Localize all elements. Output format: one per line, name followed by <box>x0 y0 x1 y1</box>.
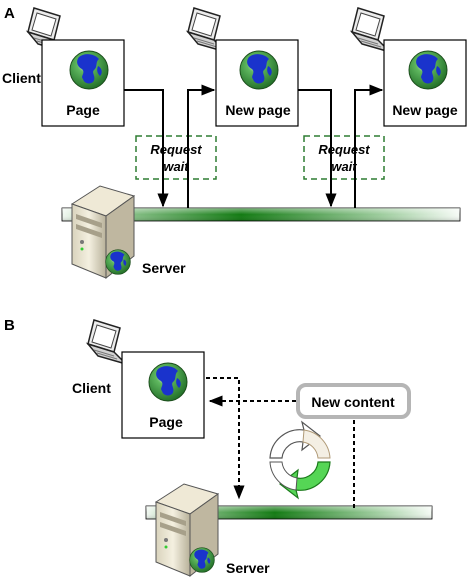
wait-2-line-2: wait <box>331 159 357 174</box>
new-content-box <box>296 383 411 419</box>
page-2-label: New page <box>225 102 291 118</box>
server-timeline-a <box>61 207 461 222</box>
request-wait-box-2 <box>303 135 385 180</box>
globe-icon <box>408 50 448 90</box>
globe-icon <box>189 547 215 573</box>
request-arrow-2 <box>298 89 337 208</box>
globe-icon <box>69 50 109 90</box>
server-label-a: Server <box>142 260 186 276</box>
refresh-cycle-icon <box>269 420 331 500</box>
response-arrow-1 <box>187 84 216 208</box>
request-wait-box-1 <box>135 135 217 180</box>
async-arrows-b <box>206 377 355 508</box>
globe-icon <box>105 249 131 275</box>
request-arrows-a <box>124 84 384 208</box>
globe-icon <box>148 362 188 402</box>
client-laptop-icon <box>87 319 127 365</box>
wait-2-line-1: Request <box>318 142 370 157</box>
request-arrow-1 <box>124 89 169 208</box>
wait-1-line-1: Request <box>150 142 202 157</box>
section-a-label: A <box>4 5 15 22</box>
wait-1-line-2: wait <box>163 159 189 174</box>
new-content-label: New content <box>311 394 395 410</box>
page-b-label: Page <box>149 414 183 430</box>
response-arrow-2 <box>354 84 384 208</box>
globe-icon <box>239 50 279 90</box>
server-label-b: Server <box>226 560 270 576</box>
page-1-label: Page <box>66 102 100 118</box>
section-b-label: B <box>4 317 15 334</box>
async-request-arrow <box>206 377 245 500</box>
client-label-b: Client <box>72 380 111 396</box>
page-3-label: New page <box>392 102 458 118</box>
client-label: Client <box>2 70 41 86</box>
